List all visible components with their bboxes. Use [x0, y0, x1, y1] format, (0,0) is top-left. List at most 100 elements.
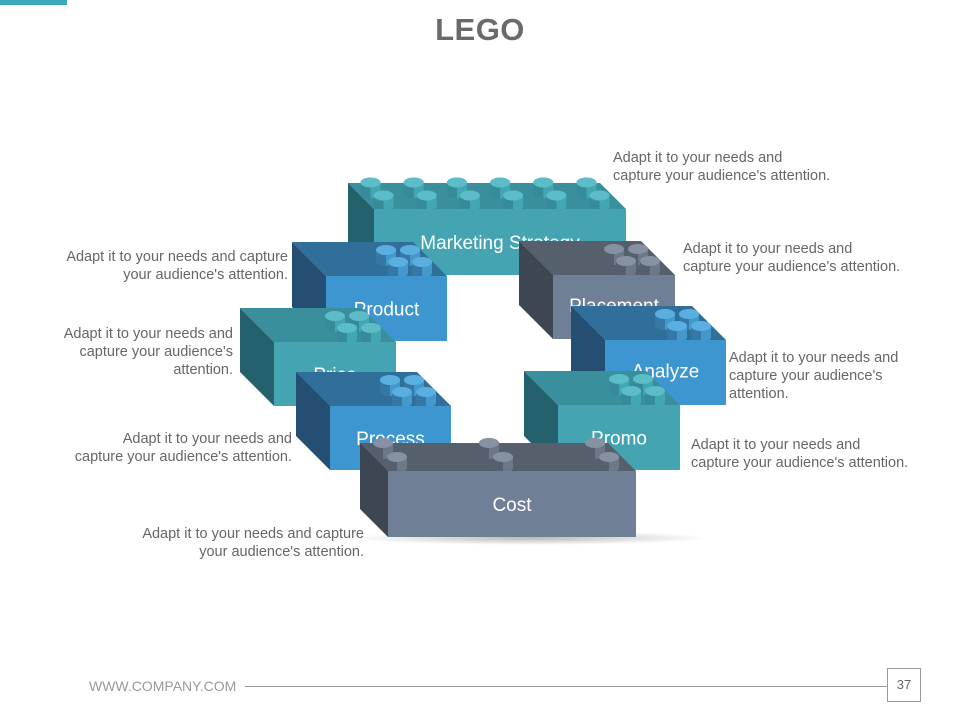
stud-shade: [459, 195, 470, 212]
stud-shade: [493, 457, 503, 473]
stud-shade: [373, 195, 384, 212]
stud-top: [337, 323, 357, 333]
stud-shade: [503, 195, 514, 212]
stud-top: [349, 311, 369, 321]
brick-stud: [479, 438, 499, 459]
brick-stud: [621, 386, 641, 407]
brick-label-product: Product: [354, 300, 420, 321]
stud-top: [373, 190, 394, 201]
stud-shade: [376, 250, 386, 266]
stud-top: [604, 244, 624, 254]
brick-stud: [599, 452, 619, 473]
stud-top: [546, 190, 567, 201]
caption-product: Adapt it to your needs and capture your …: [66, 249, 288, 283]
brick-stud: [337, 323, 357, 344]
caption-promo: Adapt it to your needs and capture your …: [691, 437, 909, 471]
stud-shade: [621, 391, 631, 407]
stud-top: [616, 256, 636, 266]
stud-shade: [599, 457, 609, 473]
stud-top: [416, 387, 436, 397]
stud-shade: [691, 326, 701, 342]
stud-top: [576, 177, 597, 188]
brick-front-face: [388, 471, 636, 537]
footer-url[interactable]: WWW.COMPANY.COM: [89, 678, 237, 694]
stud-top: [380, 375, 400, 385]
brick-stud: [459, 190, 480, 212]
brick-stud: [416, 387, 436, 408]
stud-top: [585, 438, 605, 448]
stud-top: [479, 438, 499, 448]
stud-shade: [479, 443, 489, 459]
stud-top: [667, 321, 687, 331]
stud-shade: [416, 392, 426, 408]
stud-shade: [640, 261, 650, 277]
slide-title: LEGO: [435, 12, 525, 47]
stud-top: [373, 438, 393, 448]
caption-placement: Adapt it to your needs and capture your …: [683, 241, 901, 275]
stud-shade: [655, 314, 665, 330]
stud-shade: [380, 380, 390, 396]
page-number: 37: [887, 668, 921, 702]
stud-top: [599, 452, 619, 462]
brick-side-face: [360, 443, 388, 537]
caption-marketing-strategy: Adapt it to your needs and capture your …: [613, 150, 831, 184]
stud-shade: [585, 443, 595, 459]
stud-top: [459, 190, 480, 201]
footer-divider: [245, 686, 887, 687]
stud-shade: [337, 328, 347, 344]
stud-top: [325, 311, 345, 321]
stud-shade: [609, 379, 619, 395]
stud-shade: [533, 182, 544, 199]
stud-shade: [576, 182, 587, 199]
brick-stud: [640, 256, 660, 277]
stud-top: [403, 177, 424, 188]
caption-price: Adapt it to your needs and capture your …: [63, 326, 233, 378]
brick-stud: [616, 256, 636, 277]
brick-stud: [388, 257, 408, 278]
stud-top: [392, 387, 412, 397]
stud-top: [493, 452, 513, 462]
stud-top: [621, 386, 641, 396]
stud-top: [589, 190, 610, 201]
brick-stud: [416, 190, 437, 212]
stud-top: [655, 309, 675, 319]
stud-shade: [604, 249, 614, 265]
brick-stud: [589, 190, 610, 212]
stud-shade: [403, 182, 414, 199]
accent-bar: [0, 0, 67, 5]
brick-cost: Cost: [360, 438, 636, 537]
caption-cost: Adapt it to your needs and capture your …: [142, 526, 364, 560]
stud-shade: [388, 262, 398, 278]
stud-shade: [325, 316, 335, 332]
stud-top: [628, 244, 648, 254]
stud-shade: [490, 182, 501, 199]
stud-top: [361, 323, 381, 333]
brick-stud: [585, 438, 605, 459]
brick-stud: [691, 321, 711, 342]
brick-stud: [645, 386, 665, 407]
brick-stud: [446, 177, 467, 199]
stud-top: [490, 177, 511, 188]
brick-stud: [546, 190, 567, 212]
brick-marketing-strategy: Marketing Strategy: [348, 177, 626, 275]
stud-top: [387, 452, 407, 462]
stud-shade: [589, 195, 600, 212]
stud-top: [691, 321, 711, 331]
brick-stud: [361, 323, 381, 344]
stud-shade: [667, 326, 677, 342]
stud-shade: [412, 262, 422, 278]
stud-top: [609, 374, 629, 384]
stud-shade: [392, 392, 402, 408]
brick-stud: [412, 257, 432, 278]
brick-label-cost: Cost: [492, 495, 532, 516]
brick-stud: [392, 387, 412, 408]
stud-shade: [373, 443, 383, 459]
brick-stud: [373, 190, 394, 212]
stud-top: [533, 177, 554, 188]
stud-shade: [616, 261, 626, 277]
stud-top: [633, 374, 653, 384]
stud-top: [400, 245, 420, 255]
stud-shade: [446, 182, 457, 199]
stud-top: [446, 177, 467, 188]
stud-top: [404, 375, 424, 385]
